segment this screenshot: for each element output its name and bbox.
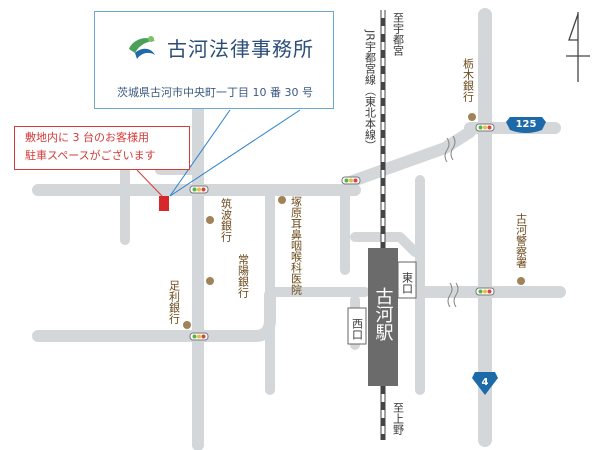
road-break-marks <box>444 135 459 308</box>
traffic-light-icon <box>341 176 361 185</box>
north-arrow-icon <box>566 12 590 82</box>
route-4-number: 4 <box>482 377 489 388</box>
landmark-tsukahara-clinic: 塚原耳鼻咽喉科医院 <box>290 196 303 295</box>
road-ashikaga-horizontal <box>32 289 276 342</box>
landmark-dot-tochigi <box>468 113 476 121</box>
landmark-police: 古河警察署 <box>515 213 528 269</box>
office-location-marker <box>159 196 169 211</box>
traffic-light-icon <box>189 185 209 194</box>
rail-to-south: 至上野 <box>392 402 405 435</box>
landmark-joyo-bank-1: 常陽銀行 <box>237 254 250 299</box>
office-name: 古河法律事務所 <box>167 37 314 61</box>
office-info-card: 古河法律事務所 茨城県古河市中央町一丁目 10 番 30 号 <box>94 11 334 109</box>
landmark-tochigi-bank: 栃木銀行 <box>462 57 475 103</box>
west-exit-label: 西口 <box>351 318 364 340</box>
break-mark-lower-2 <box>453 282 459 308</box>
parking-callout: 敷地内に 3 台のお客様用 駐車スペースがございます <box>14 126 190 170</box>
landmark-dots <box>183 113 525 329</box>
rail-to-north: 至宇都宮 <box>392 12 405 57</box>
route-125-shield: 125 <box>506 117 546 133</box>
rail-line-name: JR宇都宮線（東北本線） <box>364 29 377 151</box>
landmark-dot-police <box>517 277 525 285</box>
east-exit-box <box>397 261 417 299</box>
leaf-swirl-logo-icon <box>129 36 155 59</box>
break-mark-lower <box>447 282 453 308</box>
route-4-shield: 4 <box>472 372 498 395</box>
landmark-tsukuba-bank: 筑波銀行 <box>220 197 233 243</box>
office-address: 茨城県古河市中央町一丁目 10 番 30 号 <box>117 86 313 99</box>
road-station-north <box>350 232 420 257</box>
traffic-light-icon <box>475 123 495 132</box>
landmark-dot-tsukuba <box>206 216 214 224</box>
break-mark-upper <box>444 137 450 163</box>
callout-line <box>169 109 231 197</box>
landmark-dot-tsukahara <box>278 196 286 204</box>
landmark-ashikaga-bank: 足利銀行 <box>168 280 181 325</box>
traffic-lights <box>189 123 495 341</box>
landmark-dot-joyo <box>206 277 214 285</box>
break-mark-upper-2 <box>450 135 456 161</box>
traffic-light-icon <box>475 287 495 296</box>
parking-note-line1: 敷地内に 3 台のお客様用 <box>25 131 149 144</box>
landmark-dot-ashikaga <box>183 321 191 329</box>
callout-line <box>169 109 301 197</box>
route-125-number: 125 <box>516 119 537 130</box>
west-exit-box <box>347 307 367 345</box>
parking-note-line2: 駐車スペースがございます <box>25 149 156 162</box>
east-exit-label: 東口 <box>401 272 414 294</box>
station-name: 古河駅 <box>373 287 394 342</box>
traffic-light-icon <box>189 332 209 341</box>
station-building <box>368 248 398 386</box>
parking-callout-line <box>136 169 163 197</box>
